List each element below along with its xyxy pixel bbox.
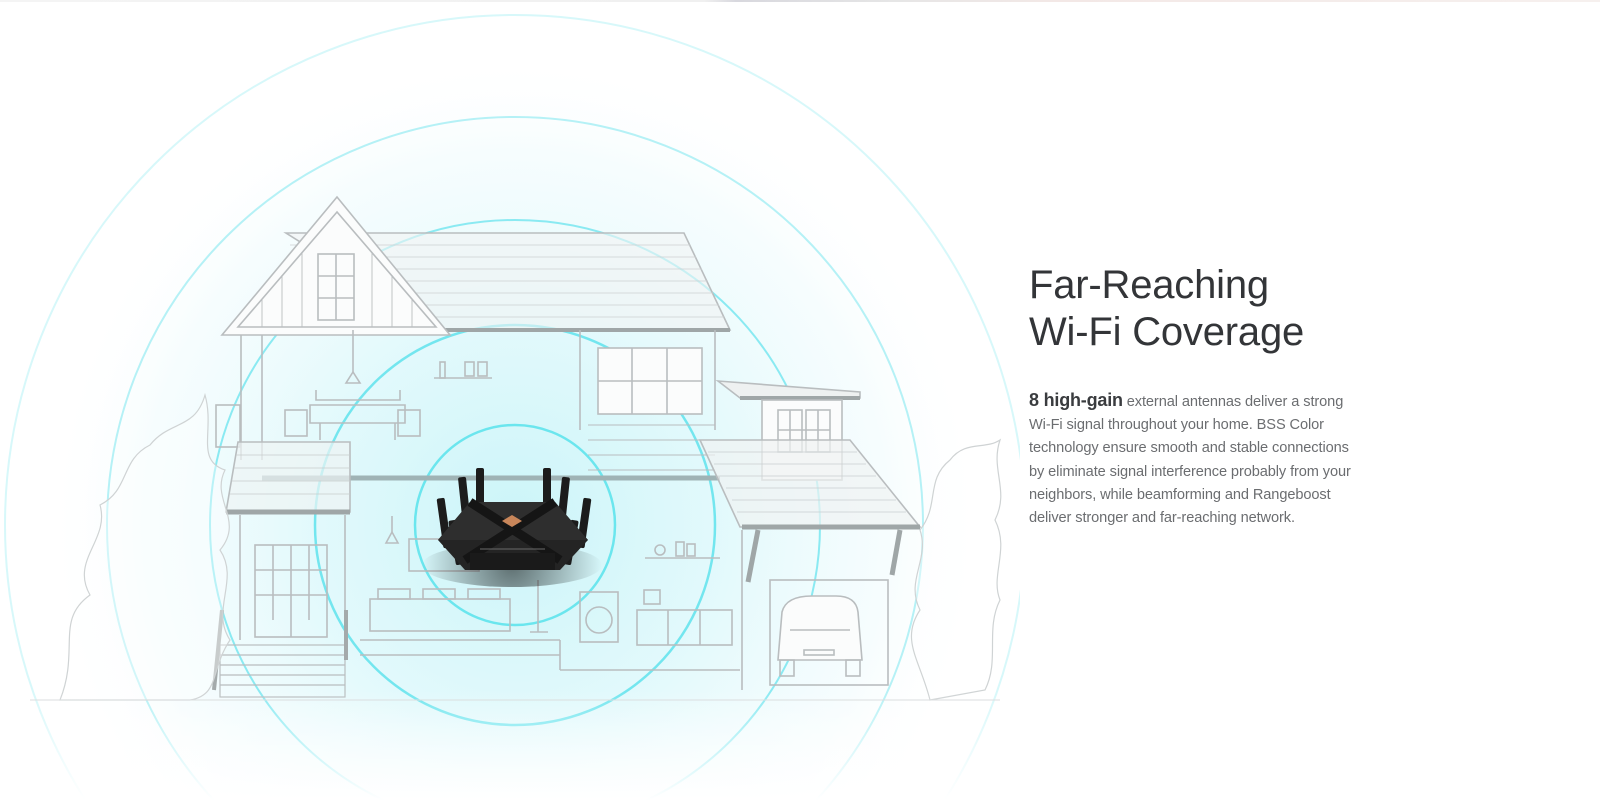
feature-lead-highlight: 8 high-gain	[1029, 390, 1123, 410]
headline-line-1: Far-Reaching	[1029, 263, 1269, 307]
feature-description: 8 high-gain external antennas deliver a …	[1029, 389, 1359, 530]
house-line-art	[30, 195, 1002, 701]
house-coverage-illustration	[0, 0, 1020, 800]
feature-headline: Far-Reaching Wi-Fi Coverage	[1029, 262, 1359, 356]
router-icon	[422, 468, 602, 587]
headline-line-2: Wi-Fi Coverage	[1029, 310, 1305, 354]
feature-copy: Far-Reaching Wi-Fi Coverage 8 high-gain …	[1029, 262, 1359, 530]
feature-body-text: external antennas deliver a strong Wi-Fi…	[1029, 394, 1351, 527]
